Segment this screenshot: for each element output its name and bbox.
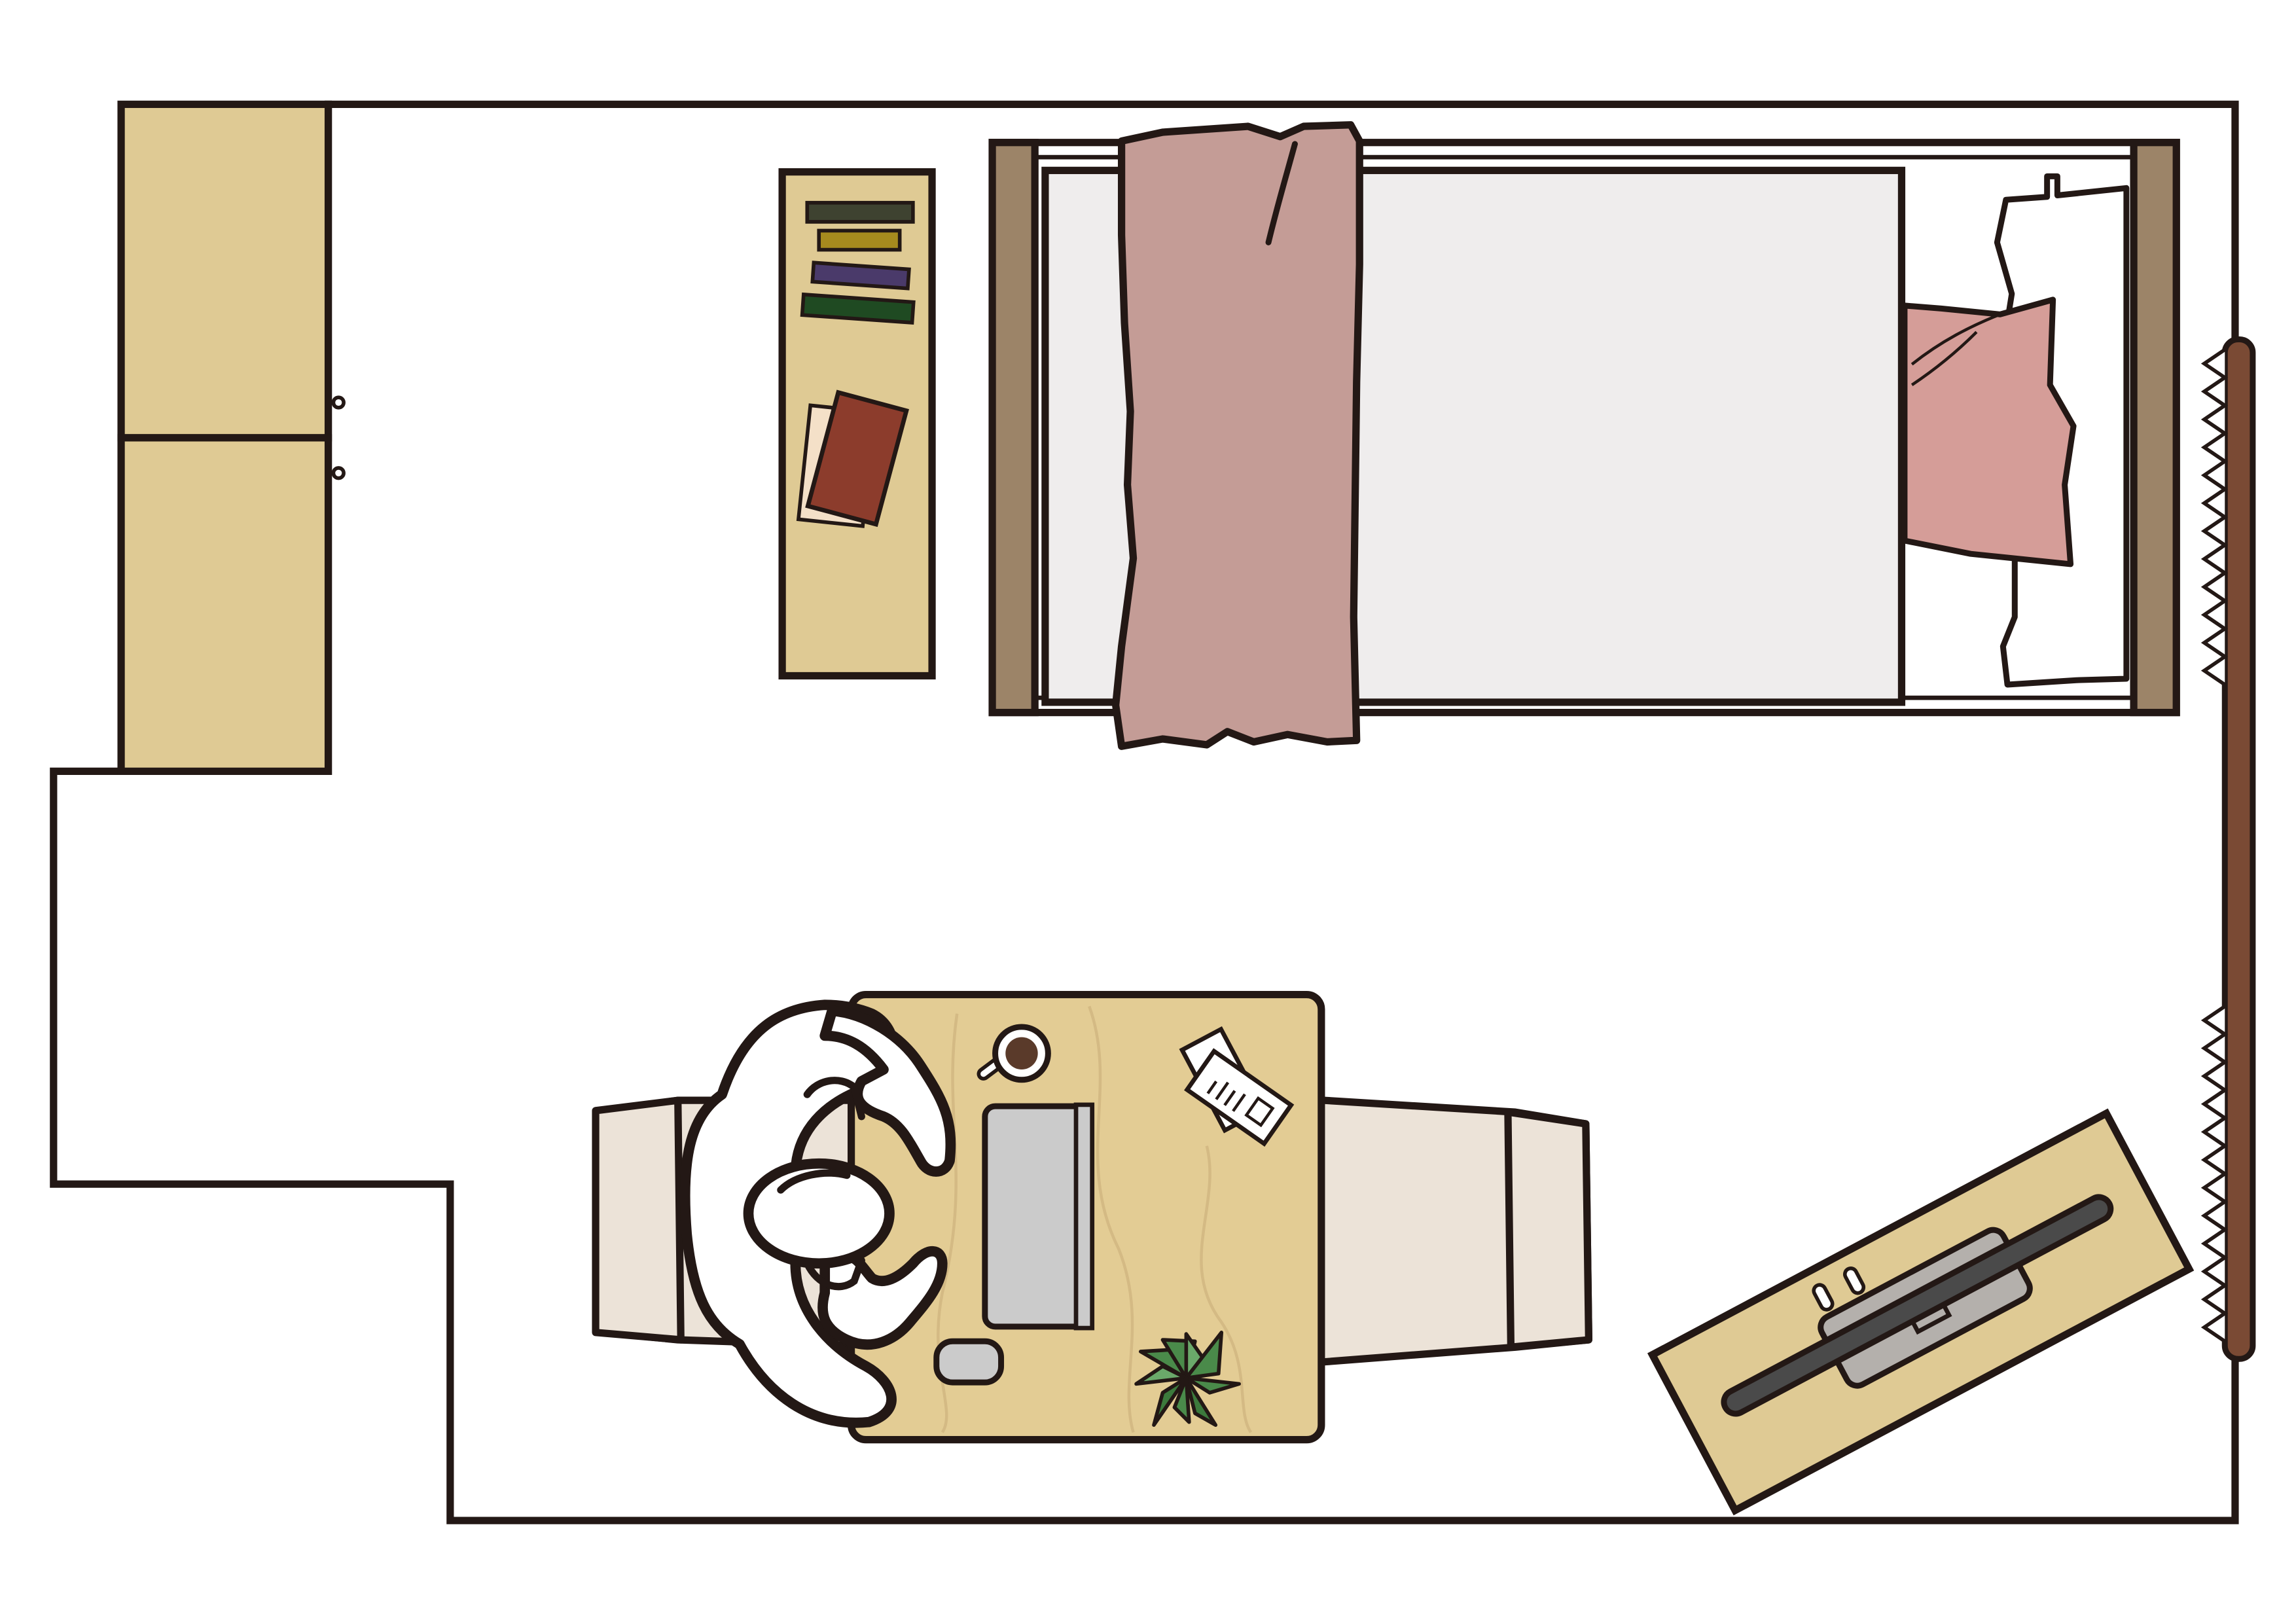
curtain-pleat-edge xyxy=(2200,1005,2229,1352)
bed-headboard xyxy=(2130,139,2180,717)
curtain xyxy=(2200,336,2256,1362)
person-arm-right xyxy=(819,1005,956,1177)
sofa-arm-right xyxy=(1504,1108,1592,1351)
person-head-split xyxy=(777,1169,851,1194)
desk xyxy=(847,990,1325,1444)
book-icon xyxy=(817,228,902,252)
papers-icon xyxy=(1179,1026,1295,1147)
laptop-hinge xyxy=(1073,1102,1095,1331)
closet-handle-icon xyxy=(331,395,346,410)
sofa-arm-left xyxy=(592,1096,685,1344)
person-icon xyxy=(679,999,956,1428)
tv-cable-icon xyxy=(1842,1266,1866,1295)
tv-stand xyxy=(1647,1108,2195,1516)
curtain-pleats xyxy=(2200,1005,2229,1352)
pillow-wrinkle xyxy=(1910,313,2001,366)
closet-handle-icon xyxy=(331,466,346,480)
bookshelf xyxy=(778,168,936,680)
wood-grain xyxy=(1088,1005,1135,1433)
closet xyxy=(117,100,346,775)
mouse-icon xyxy=(933,1338,1005,1386)
book-icon xyxy=(800,292,916,325)
book-icon xyxy=(810,260,911,291)
pillow-icon xyxy=(1901,296,2077,567)
tv-cable-icon xyxy=(1812,1283,1835,1312)
blanket-fold xyxy=(1265,141,1298,245)
bed-footboard xyxy=(988,139,1039,717)
tv-icon xyxy=(1721,1194,2114,1417)
chair-back-hint xyxy=(803,1077,865,1291)
closet-upper-door xyxy=(117,100,332,442)
blanket-icon xyxy=(1112,121,1363,750)
person-head xyxy=(743,1158,895,1269)
plant-icon xyxy=(1134,1330,1241,1427)
curtain-pleat-edge xyxy=(2200,348,2229,691)
closet-lower-door xyxy=(117,434,332,775)
curtain-rod xyxy=(2221,336,2256,1362)
mug-icon xyxy=(977,1024,1051,1083)
book-icon xyxy=(805,200,915,224)
book-icon xyxy=(805,389,909,528)
bed xyxy=(988,121,2180,750)
person-arm-left xyxy=(817,1244,948,1350)
laptop-icon xyxy=(982,1103,1088,1330)
pillow-wrinkle xyxy=(1910,331,1978,386)
wood-grain xyxy=(1200,1145,1253,1433)
wood-grain xyxy=(937,1013,959,1433)
curtain-pleats xyxy=(2200,348,2229,691)
